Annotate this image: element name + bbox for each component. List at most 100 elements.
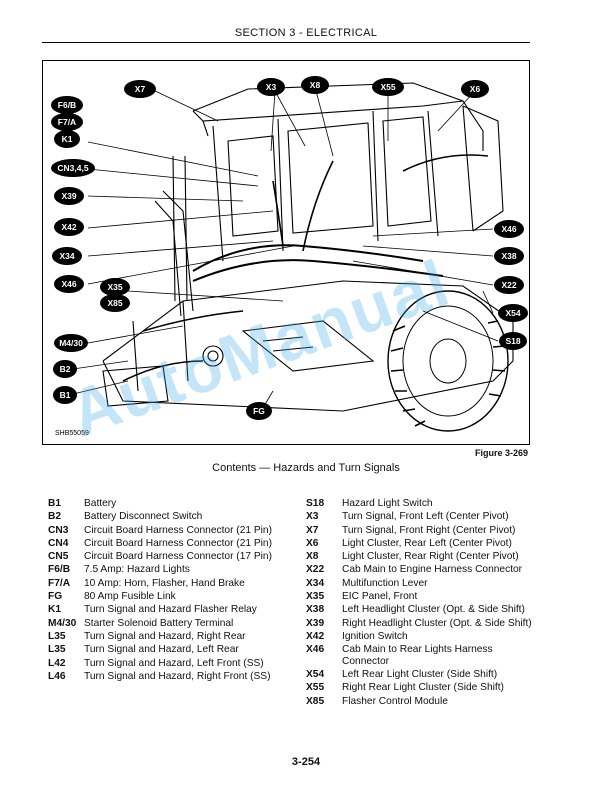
section-header: SECTION 3 - ELECTRICAL (234, 27, 378, 39)
legend-row: X54 Left Rear Light Cluster (Side Shift) (306, 669, 536, 680)
legend-description: Circuit Board Harness Connector (21 Pin) (84, 537, 272, 549)
legend-row: L35 Turn Signal and Hazard, Right Rear (48, 631, 288, 642)
svg-text:M4/30: M4/30 (59, 338, 83, 348)
svg-text:X22: X22 (501, 280, 516, 290)
wiring-figure: X7 X3 X8 X55 X6 F6/B F7/A K1 CN3,4,5 X39… (42, 60, 530, 445)
legend-code: CN4 (48, 537, 69, 549)
legend-code: L42 (48, 657, 66, 669)
svg-text:X46: X46 (501, 224, 516, 234)
leader-lines (72, 86, 499, 412)
legend-code: X46 (306, 644, 325, 656)
legend-description: Left Rear Light Cluster (Side Shift) (342, 668, 498, 680)
legend-row: F6/B 7.5 Amp: Hazard Lights (48, 564, 288, 575)
svg-text:FG: FG (253, 406, 265, 416)
svg-text:X55: X55 (380, 82, 395, 92)
legend-code: X34 (306, 577, 325, 589)
legend-code: L35 (48, 630, 66, 642)
legend-description: Light Cluster, Rear Right (Center Pivot) (342, 551, 519, 563)
legend-description: Turn Signal, Front Right (Center Pivot) (342, 524, 516, 536)
legend-description: Turn Signal and Hazard Flasher Relay (84, 604, 257, 616)
legend-description: Flasher Control Module (342, 695, 448, 707)
legend-description: Battery Disconnect Switch (84, 511, 203, 523)
cab-outline (102, 82, 514, 412)
svg-text:B2: B2 (60, 364, 71, 374)
legend-row: B2 Battery Disconnect Switch (48, 511, 288, 522)
svg-text:X42: X42 (61, 222, 76, 232)
svg-text:X39: X39 (61, 191, 76, 201)
figure-number: Figure 3-269 (474, 448, 528, 458)
legend-description: Hazard Light Switch (342, 498, 433, 509)
legend-description: Cab Main to Rear Lights Harness Connecto… (342, 644, 493, 667)
legend-code: X7 (306, 524, 319, 536)
legend-description: 80 Amp Fusible Link (84, 591, 176, 603)
svg-text:K1: K1 (62, 134, 73, 144)
legend-code: X85 (306, 695, 325, 707)
legend-code: L35 (48, 644, 66, 656)
legend-description: Light Cluster, Rear Left (Center Pivot) (342, 537, 512, 549)
legend-row: X46 Cab Main to Rear Lights Harness Conne… (306, 644, 536, 667)
svg-text:S18: S18 (505, 336, 520, 346)
legend-row: CN4 Circuit Board Harness Connector (21 P… (48, 538, 288, 549)
legend-row: X22 Cab Main to Engine Harness Connector (306, 564, 536, 575)
legend-code: F6/B (48, 564, 71, 576)
legend-row: FG 80 Amp Fusible Link (48, 591, 288, 602)
legend-code: X35 (306, 591, 325, 603)
legend-code: M4/30 (48, 617, 77, 629)
legend-code: K1 (48, 604, 62, 616)
legend-description: Right Headlight Cluster (Opt. & Side Shi… (342, 617, 532, 629)
svg-text:F6/B: F6/B (58, 100, 76, 110)
legend-code: X38 (306, 604, 325, 616)
legend-description: Left Headlight Cluster (Opt. & Side Shif… (342, 604, 525, 616)
legend-row: X39 Right Headlight Cluster (Opt. & Side … (306, 618, 536, 629)
drawing-code: SHB55059 (55, 430, 89, 437)
machine-drawing: X7 X3 X8 X55 X6 F6/B F7/A K1 CN3,4,5 X39… (51, 76, 528, 437)
svg-text:X85: X85 (107, 298, 122, 308)
legend-row: X85 Flasher Control Module (306, 696, 536, 707)
legend-code: CN5 (48, 551, 69, 563)
legend-description: Circuit Board Harness Connector (21 Pin) (84, 524, 272, 536)
legend-row: K1 Turn Signal and Hazard Flasher Relay (48, 604, 288, 615)
legend-description: Cab Main to Engine Harness Connector (342, 564, 523, 576)
svg-text:X34: X34 (59, 251, 74, 261)
legend-description: Multifunction Lever (342, 577, 428, 589)
legend-code: X55 (306, 682, 325, 694)
legend-code: B2 (48, 511, 62, 523)
legend-description: 10 Amp: Horn, Flasher, Hand Brake (84, 577, 245, 589)
legend-description: Right Rear Light Cluster (Side Shift) (342, 682, 504, 694)
legend-description: 7.5 Amp: Hazard Lights (84, 564, 190, 576)
legend-code: S18 (306, 498, 325, 509)
legend-description: Turn Signal and Hazard, Left Rear (84, 644, 239, 656)
svg-text:X35: X35 (107, 282, 122, 292)
svg-text:CN3,4,5: CN3,4,5 (57, 163, 88, 173)
legend-row: S18 Hazard Light Switch (306, 498, 536, 509)
rear-tire (387, 290, 509, 432)
legend-description: Turn Signal and Hazard, Right Front (SS) (84, 670, 271, 682)
figure-caption: Contents — Hazards and Turn Signals (212, 462, 400, 474)
legend-row: X34 Multifunction Lever (306, 578, 536, 589)
legend-code: X42 (306, 630, 325, 642)
svg-text:B1: B1 (60, 390, 71, 400)
legend-description: Turn Signal and Hazard, Right Rear (84, 630, 246, 642)
legend-row: L35 Turn Signal and Hazard, Left Rear (48, 644, 288, 655)
legend-code: X22 (306, 564, 325, 576)
svg-text:X46: X46 (61, 279, 76, 289)
legend-code: X39 (306, 617, 325, 629)
svg-text:X7: X7 (135, 84, 146, 94)
svg-text:X38: X38 (501, 251, 516, 261)
legend-code: X54 (306, 668, 325, 680)
legend-code: FG (48, 591, 63, 603)
legend-row: X55 Right Rear Light Cluster (Side Shift) (306, 682, 536, 693)
page-number: 3-254 (291, 756, 321, 768)
